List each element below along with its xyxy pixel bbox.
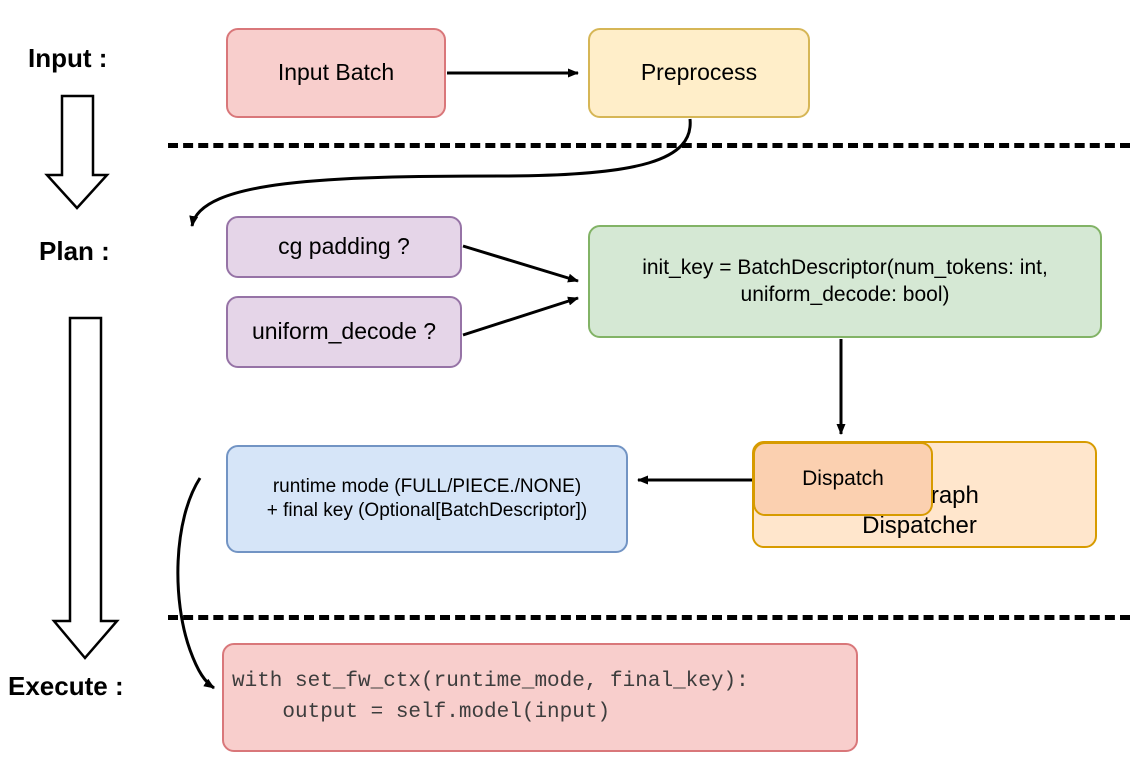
node-uniform-decode[interactable]: uniform_decode ? xyxy=(226,296,462,368)
node-cg-padding[interactable]: cg padding ? xyxy=(226,216,462,278)
arrow-cg-padding-to-init-key xyxy=(462,244,579,283)
stage-label-execute: Execute : xyxy=(8,671,124,701)
code-block-line-1: with set_fw_ctx(runtime_mode, final_key)… xyxy=(232,670,749,694)
node-runtime-mode[interactable]: runtime mode (FULL/PIECE./NONE) + final … xyxy=(226,445,628,553)
node-preprocess-label: Preprocess xyxy=(640,59,758,86)
arrow-preprocess-to-cg-padding xyxy=(189,118,692,227)
block-arrow-input-to-plan xyxy=(44,94,110,210)
node-preprocess[interactable]: Preprocess xyxy=(588,28,810,118)
arrow-runtime-mode-to-code-block xyxy=(176,477,215,690)
block-arrow-plan-to-execute xyxy=(51,316,120,660)
node-runtime-mode-line-2: + final key (Optional[BatchDescriptor]) xyxy=(266,500,588,521)
node-runtime-mode-line-1: runtime mode (FULL/PIECE./NONE) xyxy=(272,475,582,497)
node-cg-padding-label: cg padding ? xyxy=(278,233,410,260)
node-cudagraph-dispatcher-line-2: Dispatcher xyxy=(862,512,977,540)
node-dispatch[interactable]: Dispatch xyxy=(753,442,933,516)
stage-label-plan: Plan : xyxy=(39,236,110,266)
plan-execute-divider xyxy=(168,615,1130,620)
stage-label-input: Input : xyxy=(28,43,108,73)
node-code-block[interactable]: with set_fw_ctx(runtime_mode, final_key)… xyxy=(222,643,858,752)
input-plan-divider xyxy=(168,143,1130,148)
node-init-key-line-2: uniform_decode: bool) xyxy=(740,282,950,306)
node-uniform-decode-label: uniform_decode ? xyxy=(251,318,437,345)
node-input-batch[interactable]: Input Batch xyxy=(226,28,446,118)
node-input-batch-label: Input Batch xyxy=(277,59,395,86)
node-init-key[interactable]: init_key = BatchDescriptor(num_tokens: i… xyxy=(588,225,1102,338)
node-init-key-line-1: init_key = BatchDescriptor(num_tokens: i… xyxy=(642,255,1048,279)
arrow-uniform-decode-to-init-key xyxy=(462,296,579,337)
code-block-line-2: output = self.model(input) xyxy=(232,700,611,724)
node-dispatch-label: Dispatch xyxy=(802,466,884,490)
